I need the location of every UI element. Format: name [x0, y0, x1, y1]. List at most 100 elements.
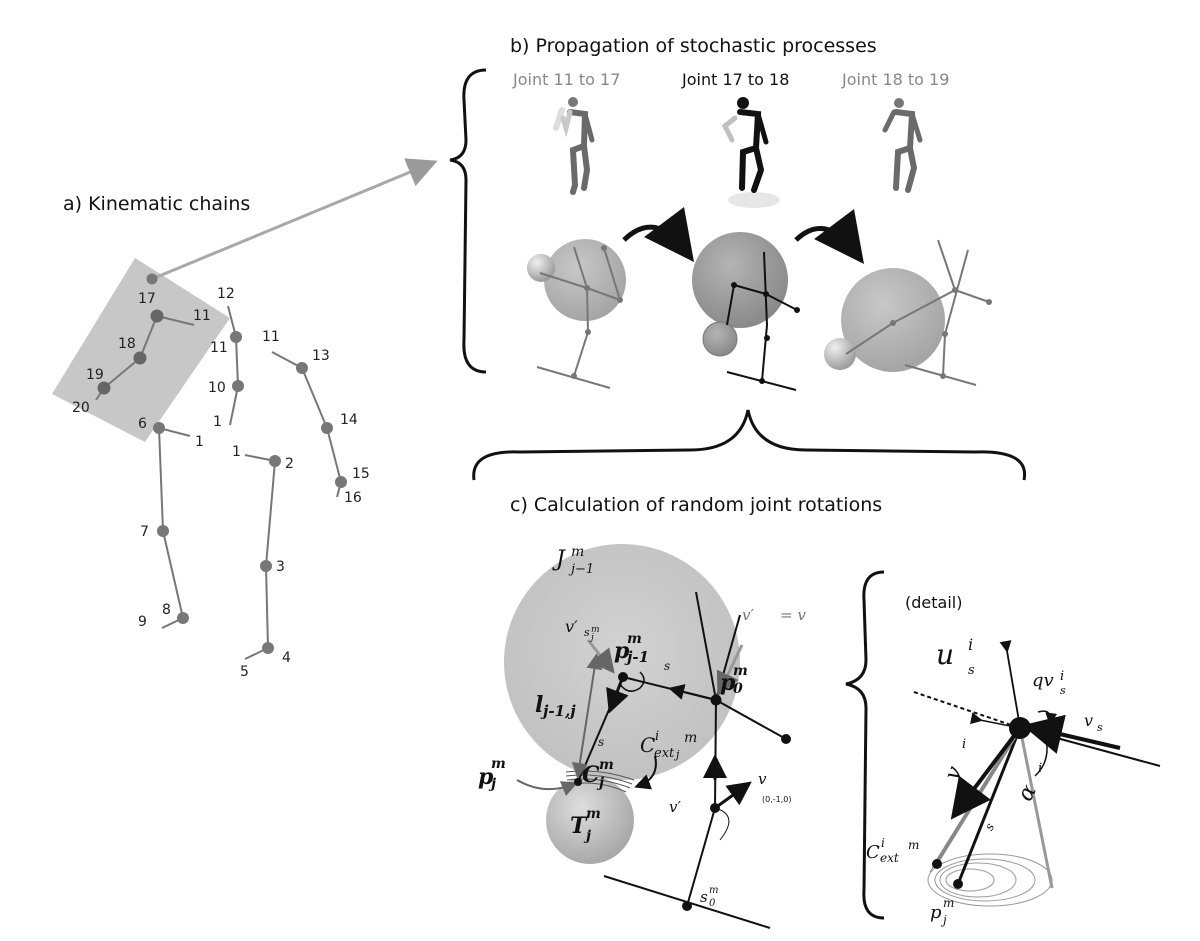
joint-label: 12 — [217, 286, 235, 302]
angle-arc-detail — [1034, 734, 1048, 777]
detail-brace — [845, 570, 885, 920]
label-pj: p — [478, 764, 494, 790]
angle-arc — [619, 671, 645, 692]
figure-icon-1 — [553, 97, 595, 195]
propagation-arrow — [794, 209, 865, 264]
label-J-sub: j−1 — [568, 562, 594, 577]
label-J: J — [552, 547, 566, 572]
detail-math-labels: u i s qv i s v s v i α i s C i ext m p m… — [866, 635, 1103, 927]
label-s0: s — [700, 888, 708, 906]
label-p-detail-sub: j — [940, 913, 947, 927]
cone — [927, 727, 1054, 907]
skeleton-joints — [97, 273, 347, 654]
joint-label: 9 — [138, 614, 147, 630]
label-p0: p — [720, 670, 736, 696]
label-s0-sup: m — [709, 885, 718, 896]
panel-b-title: b) Propagation of stochastic processes — [510, 35, 877, 57]
label-p0-sub: 0 — [733, 681, 743, 697]
label-s0-sub: 0 — [709, 898, 716, 909]
label-qv-sub: s — [1060, 684, 1066, 697]
frame-2-spheres — [692, 232, 800, 391]
joint-label: 11 — [210, 340, 228, 356]
arrow-v-prime — [586, 639, 615, 674]
label-v-prime-j: j — [589, 633, 594, 643]
joint-label: 4 — [282, 650, 291, 666]
detail-title: (detail) — [905, 593, 962, 612]
propagation-arrow — [622, 207, 695, 262]
detail-joint — [1009, 717, 1031, 739]
joint-label: 8 — [162, 602, 171, 618]
label-Cext-sub: ext — [654, 746, 675, 761]
label-v-eq: v′ — [742, 606, 754, 624]
pj-point — [953, 879, 963, 889]
label-v-right: v — [1084, 711, 1093, 730]
zoom-arrow — [151, 158, 438, 281]
math-labels: J m j−1 p m j-1 p m 0 l j-1,j p m j C m … — [478, 544, 806, 909]
label-T-sub: j — [583, 828, 591, 844]
label-C-sup: m — [599, 757, 614, 773]
label-cext-detail-m: m — [908, 838, 919, 852]
joint-sphere-J — [504, 544, 740, 780]
frame-label: Joint 18 to 19 — [841, 70, 949, 89]
arrow-pj — [516, 779, 578, 796]
arrow-v-in — [1022, 714, 1121, 754]
label-s-j: s — [598, 735, 604, 749]
joint-label: 1 — [232, 444, 241, 460]
panel-c-title: c) Calculation of random joint rotations — [510, 494, 882, 516]
label-p0-sup: m — [733, 663, 748, 679]
joint-label: 19 — [86, 367, 104, 383]
joint-number-labels: 17 11 18 19 20 12 11 10 1 11 13 14 15 16… — [72, 286, 370, 680]
arrow-s — [606, 678, 629, 714]
joint-label: 2 — [285, 456, 294, 472]
label-T: T — [570, 813, 588, 839]
panel-c-calculation: c) Calculation of random joint rotations — [478, 494, 882, 929]
arrow-cext — [634, 755, 657, 790]
joint-label: 16 — [344, 490, 362, 506]
panel-b-propagation: b) Propagation of stochastic processes J… — [449, 35, 1027, 481]
figure-icon-2 — [721, 97, 780, 208]
chain-joints — [574, 672, 791, 911]
label-cext-detail-sup: i — [881, 836, 885, 850]
label-cext-detail-sub: ext — [880, 851, 899, 865]
label-s-prev: s — [664, 659, 670, 673]
label-Cext: C — [640, 733, 655, 757]
rotation-arc — [1037, 710, 1058, 725]
label-v-right-sub: s — [1097, 721, 1103, 734]
cext-point — [932, 859, 942, 869]
label-v-left-sup: i — [962, 737, 966, 752]
label-alpha: α — [1013, 780, 1042, 805]
joint-label: 1 — [195, 434, 204, 450]
frame-label: Joint 17 to 18 — [681, 70, 789, 89]
arrow-cext-grey — [935, 726, 1022, 864]
label-qv: qv — [1032, 670, 1054, 691]
label-pj-sup: m — [491, 756, 506, 772]
label-v-prime: v′ — [565, 617, 578, 636]
label-Cext-sup: i — [655, 729, 659, 744]
joint-label: 17 — [138, 291, 156, 307]
arrow-v-prime-eq — [716, 644, 744, 697]
label-s-detail: s — [982, 821, 997, 833]
joint-label: 7 — [140, 524, 149, 540]
label-l: l — [535, 692, 543, 718]
label-v0-vec: (0,-1,0) — [762, 795, 791, 804]
joint-label: 10 — [208, 380, 226, 396]
joint-label: 13 — [312, 348, 330, 364]
joint-label: 18 — [118, 336, 136, 352]
label-u: u — [936, 638, 954, 671]
label-p-prev: p — [614, 638, 630, 664]
label-T-sup: m — [586, 806, 601, 822]
label-v-left: v — [940, 762, 968, 783]
label-Cext-j: j — [673, 748, 680, 761]
label-v0: v — [758, 770, 767, 788]
label-v0-prime: v′ — [669, 798, 681, 816]
arrow-u — [999, 640, 1021, 727]
length-arrow — [571, 653, 603, 779]
joint-label: 6 — [138, 416, 147, 432]
label-C: C — [582, 762, 600, 788]
label-p-prev-sub: j-1 — [624, 648, 649, 666]
figure-icon-3 — [882, 98, 923, 193]
label-u-sub: s — [968, 663, 975, 678]
label-v-prime-sub: s — [584, 626, 590, 639]
label-J-sup: m — [571, 544, 584, 560]
